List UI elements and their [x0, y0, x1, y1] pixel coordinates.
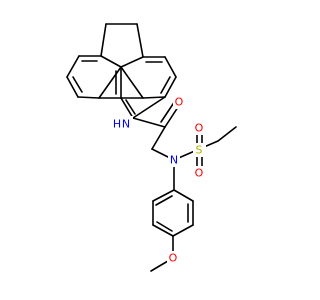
- methoxy-oxygen-group: O: [167, 251, 179, 265]
- bond-right-ring-3: [164, 76, 177, 98]
- sulfonamide-nitrogen-label: N: [170, 154, 178, 167]
- amide-nh-group: H N: [111, 116, 133, 132]
- bond-amide-n-carbonyl: [132, 117, 166, 128]
- bond-layer: [66, 23, 237, 272]
- bond-carbonyl-ch2: [151, 126, 166, 150]
- bond-right-ring-2: [164, 56, 177, 78]
- bond-five-ring-right: [120, 56, 144, 68]
- bond-phenyl-4: [172, 224, 194, 237]
- bond-five-ring-left: [100, 55, 122, 68]
- bond-left-ring-5: [98, 66, 122, 99]
- molecule-canvas: H N O N S O: [66, 23, 237, 272]
- carbonyl-oxygen-label: O: [175, 96, 184, 109]
- molecule-structure-diagram: H N O N S O: [66, 23, 237, 272]
- sulfonyl-oxygen-lower-label: O: [195, 167, 204, 180]
- carbonyl-oxygen-group: O: [173, 95, 185, 109]
- sulfur-label: S: [196, 144, 203, 157]
- bond-phenyl-6: [173, 189, 194, 202]
- bond-right-ring-3-inner: [160, 76, 171, 94]
- amide-n-label: N: [122, 118, 130, 131]
- bond-ch2-right: [136, 23, 144, 58]
- methoxy-oxygen-label: O: [169, 252, 178, 265]
- bond-lower-ring-2: [120, 97, 134, 119]
- bond-left-ring-3-inner: [72, 76, 83, 93]
- bond-ethyl: [217, 126, 237, 142]
- bond-right-ring-6: [120, 66, 144, 99]
- sulfonamide-nitrogen-group: N: [168, 153, 180, 167]
- bond-phenyl-1: [152, 189, 175, 202]
- bond-left-ring-2: [66, 55, 80, 78]
- sulfonyl-oxygen-lower-group: O: [193, 166, 206, 180]
- bond-ch2-left: [100, 23, 107, 57]
- sulfonyl-oxygen-upper-group: O: [193, 121, 206, 135]
- amide-h-label: H: [113, 118, 121, 131]
- sulfonyl-oxygen-upper-label: O: [195, 122, 204, 135]
- bond-phenyl-3-inner: [156, 221, 173, 232]
- bond-left-ring-3: [66, 76, 79, 98]
- bond-phenyl-3: [152, 224, 174, 237]
- bond-right-ring-4: [142, 96, 166, 99]
- bond-carbonyl-o-double: [160, 100, 176, 123]
- bond-left-ring-4: [77, 96, 100, 99]
- bond-lower-ring-2-inner: [125, 99, 136, 115]
- atom-label-layer: H N O N S O: [111, 95, 206, 265]
- sulfur-group: S: [193, 143, 206, 157]
- bond-phenyl-1-inner: [155, 195, 173, 206]
- bond-aryl-amide-n: [132, 96, 166, 119]
